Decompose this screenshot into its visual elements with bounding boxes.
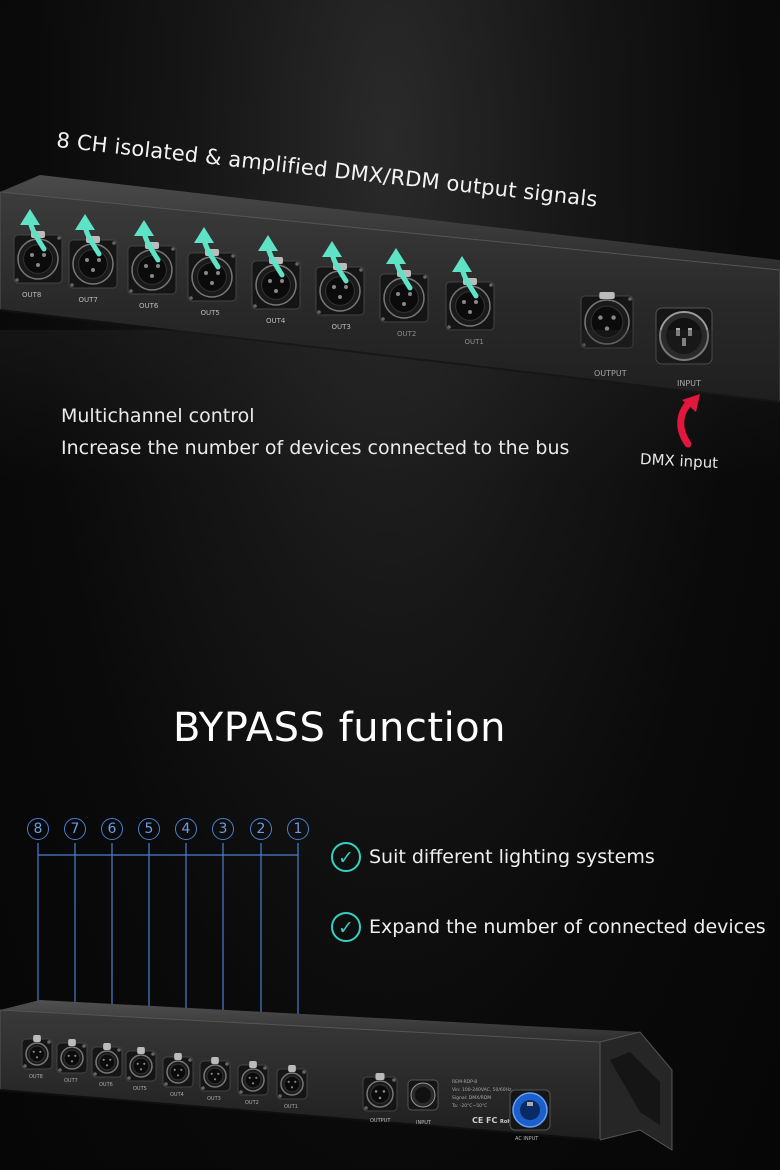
ac-input-label: AC INPUT (515, 1136, 539, 1142)
xlr-connector-out3 (199, 1057, 231, 1092)
feature-label: Suit different lighting systems (369, 846, 655, 868)
output-port-label: OUT7 (79, 296, 98, 304)
teal-arrowhead-icon (322, 241, 342, 257)
cert-mark: RoHS (500, 1119, 515, 1125)
feature-item-1: ✓ Suit different lighting systems (331, 842, 655, 872)
output-port-label: OUT5 (201, 309, 220, 317)
multichannel-description: Increase the number of devices connected… (61, 437, 570, 459)
xlr-connector-out3 (315, 263, 365, 316)
output-port-label: OUTPUT (594, 369, 627, 378)
output-port-label: OUT1 (284, 1104, 298, 1110)
xlr-connector-out8 (13, 231, 63, 284)
cert-mark: FC (486, 1116, 497, 1125)
red-arrow-icon (677, 394, 700, 448)
xlr-connector-out8 (21, 1035, 53, 1070)
spec-line: Ta: -20°C~50°C (451, 1103, 487, 1109)
output-port-label: OUT6 (139, 302, 159, 310)
xlr-connector-out6 (91, 1043, 123, 1078)
cert-mark: CE (472, 1116, 483, 1125)
output-port-label: OUT1 (465, 338, 484, 346)
spec-line: Signal: DMX/RDM (452, 1095, 491, 1101)
teal-arrowhead-icon (194, 227, 214, 243)
teal-arrowhead-icon (20, 209, 40, 225)
bypass-title: BYPASS function (173, 705, 507, 751)
teal-arrowhead-icon (75, 214, 95, 230)
check-icon: ✓ (331, 912, 361, 942)
xlr-connector-out5 (187, 249, 237, 302)
check-icon: ✓ (331, 842, 361, 872)
xlr-connector-out5 (125, 1047, 157, 1082)
powercon-ac-input (509, 1089, 551, 1131)
output-port-label: OUT2 (397, 330, 416, 338)
xlr-connector-out4 (162, 1053, 194, 1088)
output-port-label: OUT6 (99, 1082, 113, 1088)
output-port-label: OUTPUT (370, 1118, 391, 1124)
output-port-label: OUT8 (22, 291, 41, 299)
floor-reflection (0, 330, 780, 480)
output-port-label: OUT3 (207, 1096, 221, 1102)
spec-line: Vin: 100-240VAC, 50/60Hz (452, 1087, 512, 1093)
output-port-label: OUT4 (266, 317, 286, 325)
teal-arrowhead-icon (258, 235, 278, 251)
output-port-label: OUT7 (64, 1078, 78, 1084)
teal-arrowhead-icon (134, 220, 154, 236)
multichannel-title: Multichannel control (61, 405, 255, 427)
xlr-connector-input (655, 307, 713, 365)
multichannel-copy: Multichannel control Increase the number… (61, 400, 569, 464)
xlr-connector-out1 (445, 278, 495, 331)
xlr-connector-out1 (276, 1065, 308, 1100)
xlr-connector-out2 (379, 270, 429, 323)
output-port-label: OUT4 (170, 1092, 184, 1098)
feature-item-2: ✓ Expand the number of connected devices (331, 912, 766, 942)
xlr-connector-out2 (237, 1061, 269, 1096)
output-port-label: OUT5 (133, 1086, 147, 1092)
xlr-connector-output (362, 1073, 398, 1112)
teal-arrowhead-icon (452, 256, 472, 272)
xlr-connector-input (407, 1079, 439, 1111)
xlr-connector-output (580, 292, 634, 349)
output-port-label: OUT2 (245, 1100, 259, 1106)
teal-arrowhead-icon (386, 248, 406, 264)
input-port-label: INPUT (677, 379, 701, 388)
output-port-label: OUT3 (332, 323, 351, 331)
xlr-connector-out7 (56, 1039, 88, 1074)
spec-line: REM-RDP-8 (452, 1079, 477, 1085)
feature-label: Expand the number of connected devices (369, 916, 766, 938)
input-port-label: INPUT (416, 1120, 432, 1126)
output-port-label: OUT8 (29, 1074, 43, 1080)
